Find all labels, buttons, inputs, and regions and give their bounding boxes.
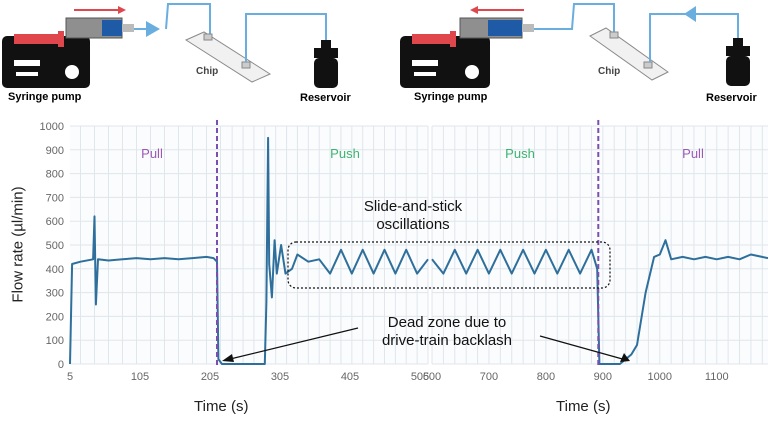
x-tick-label: 900	[594, 371, 612, 383]
x-tick-label: 5	[67, 371, 73, 383]
phase-label: Push	[330, 146, 360, 161]
x-tick-label: 505	[411, 371, 429, 383]
x-tick-label: 1100	[705, 371, 729, 383]
flow-rate-series	[224, 136, 429, 365]
flow-direction-arrow	[470, 6, 524, 14]
right-chip-label: Chip	[598, 66, 621, 77]
y-axis-title: Flow rate (µl/min)	[9, 186, 27, 303]
axis-layer: 0 100 200 300 400 500 600 700 800 900 1000 5 105 205 3…	[40, 121, 729, 383]
flow-rate-series	[69, 215, 224, 365]
y-tick-label: 500	[46, 240, 64, 252]
right-reservoir-label: Reservoir	[706, 92, 757, 104]
y-tick-label: 400	[46, 264, 64, 276]
dead-zone-annotation: Dead zone due to drive-train backlash	[381, 314, 513, 349]
annotation-layer	[222, 241, 630, 362]
flow-direction-arrow	[74, 6, 126, 14]
dead-zone-arrow	[539, 335, 627, 361]
arrowhead-icon	[620, 353, 630, 362]
right-schematic	[400, 3, 750, 88]
arrowhead-icon	[222, 354, 234, 362]
x-tick-label: 700	[480, 371, 498, 383]
right-pump-label: Syringe pump	[414, 91, 488, 103]
y-tick-label: 900	[46, 145, 64, 157]
x-axis-title-right: Time (s)	[556, 398, 611, 415]
y-tick-label: 700	[46, 192, 64, 204]
inflow-arrow-icon	[146, 21, 160, 37]
x-tick-label: 305	[271, 371, 289, 383]
label-layer: Pull Push Push Pull	[141, 146, 704, 161]
phase-label: Pull	[141, 146, 163, 161]
oscillation-box	[287, 241, 611, 289]
schematics	[2, 3, 750, 88]
chip-icon	[184, 31, 272, 83]
phase-label: Pull	[682, 146, 704, 161]
left-pump-label: Syringe pump	[8, 91, 82, 103]
x-tick-label: 105	[131, 371, 149, 383]
grid-layer	[70, 125, 768, 365]
x-tick-label: 205	[201, 371, 219, 383]
x-tick-label: 1000	[648, 371, 672, 383]
y-tick-label: 100	[46, 335, 64, 347]
flow-rate-series	[431, 239, 768, 365]
y-tick-label: 1000	[40, 121, 64, 133]
phase-label: Push	[505, 146, 535, 161]
x-tick-label: 600	[423, 371, 441, 383]
tubing-line	[245, 13, 327, 62]
y-tick-label: 200	[46, 311, 64, 323]
y-tick-label: 0	[58, 359, 64, 371]
left-schematic	[2, 3, 338, 88]
left-reservoir-label: Reservoir	[300, 92, 351, 104]
syringe-pump-icon	[2, 17, 134, 88]
syringe-pump-icon	[400, 17, 534, 88]
dead-zone-arrow	[225, 327, 359, 361]
chip-icon	[589, 27, 669, 81]
y-tick-label: 800	[46, 169, 64, 181]
y-tick-label: 600	[46, 216, 64, 228]
line-layer	[69, 120, 768, 368]
left-chip-label: Chip	[196, 66, 219, 77]
reservoir-icon	[726, 38, 750, 86]
x-tick-label: 405	[341, 371, 359, 383]
reservoir-icon	[314, 40, 338, 88]
x-tick-label: 800	[537, 371, 555, 383]
oscillation-annotation: Slide-and-stick oscillations	[363, 198, 463, 233]
y-tick-label: 300	[46, 288, 64, 300]
tubing-line	[534, 3, 615, 34]
outflow-arrow-icon	[684, 6, 696, 22]
x-axis-title-left: Time (s)	[194, 398, 249, 415]
